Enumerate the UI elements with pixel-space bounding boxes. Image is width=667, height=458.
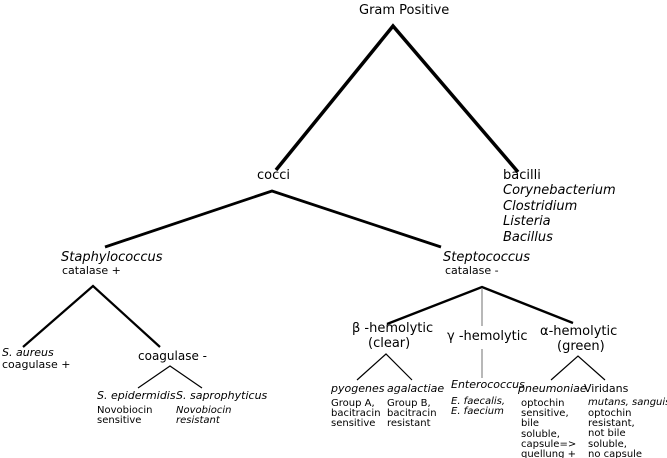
node-staphylococcus: Staphylococcus <box>61 250 163 265</box>
agalactiae-note: Group B, bacitracin resistant <box>387 398 437 430</box>
enterococcus-species: E. faecalis, E. faecium <box>451 396 506 418</box>
bacilli-genera-list: Corynebacterium Clostridium Listeria Bac… <box>503 183 616 245</box>
node-gamma-hemolytic: γ -hemolytic <box>447 329 528 344</box>
edge-staph-to-aureus-coagneg <box>22 284 161 348</box>
node-s-aureus: S. aureus <box>2 346 54 359</box>
pyogenes-note: Group A, bacitracin sensitive <box>331 398 381 430</box>
node-pyogenes: pyogenes <box>331 382 385 395</box>
pneumoniae-note: optochin sensitive, bile soluble, capsul… <box>521 398 577 458</box>
edge-root-to-cocci-bacilli <box>274 23 520 174</box>
node-cocci: cocci <box>257 168 291 183</box>
s-epidermidis-note: Novobiocin sensitive <box>97 405 153 427</box>
viridans-species: mutans, sanguis <box>588 397 667 408</box>
alpha-hemolytic-sub: (green) <box>557 339 605 354</box>
node-coagulase-negative: coagulase - <box>138 349 207 363</box>
edge-alpha-to-pneumoniae-viridans <box>550 355 606 381</box>
node-beta-hemolytic: β -hemolytic <box>352 321 434 336</box>
beta-hemolytic-sub: (clear) <box>368 336 411 351</box>
s-saprophyticus-note: Novobiocin resistant <box>176 405 232 427</box>
node-viridans: Viridans <box>584 382 629 395</box>
node-alpha-hemolytic: α-hemolytic <box>540 324 618 339</box>
s-aureus-test: coagulase + <box>2 358 71 371</box>
node-gram-positive: Gram Positive <box>359 3 450 18</box>
node-pneumoniae: pneumoniae <box>518 382 587 395</box>
edge-beta-to-pyogenes-agalactiae <box>356 353 413 381</box>
edge-coagneg-to-epidermidis-saprophyticus <box>137 365 203 389</box>
node-bacilli: bacilli <box>503 168 541 183</box>
node-enterococcus: Enterococcus <box>451 378 525 391</box>
node-steptococcus: Steptococcus <box>443 250 531 265</box>
node-s-saprophyticus: S. saprophyticus <box>176 389 268 402</box>
staphylococcus-test: catalase + <box>62 264 121 277</box>
edge-strep-to-beta-alpha <box>386 285 574 326</box>
node-agalactiae: agalactiae <box>387 382 445 395</box>
edge-cocci-to-staph-strep <box>104 189 442 249</box>
viridans-note: optochin resistant, not bile soluble, no… <box>588 408 643 458</box>
node-s-epidermidis: S. epidermidis <box>97 389 176 402</box>
steptococcus-test: catalase - <box>445 264 499 277</box>
